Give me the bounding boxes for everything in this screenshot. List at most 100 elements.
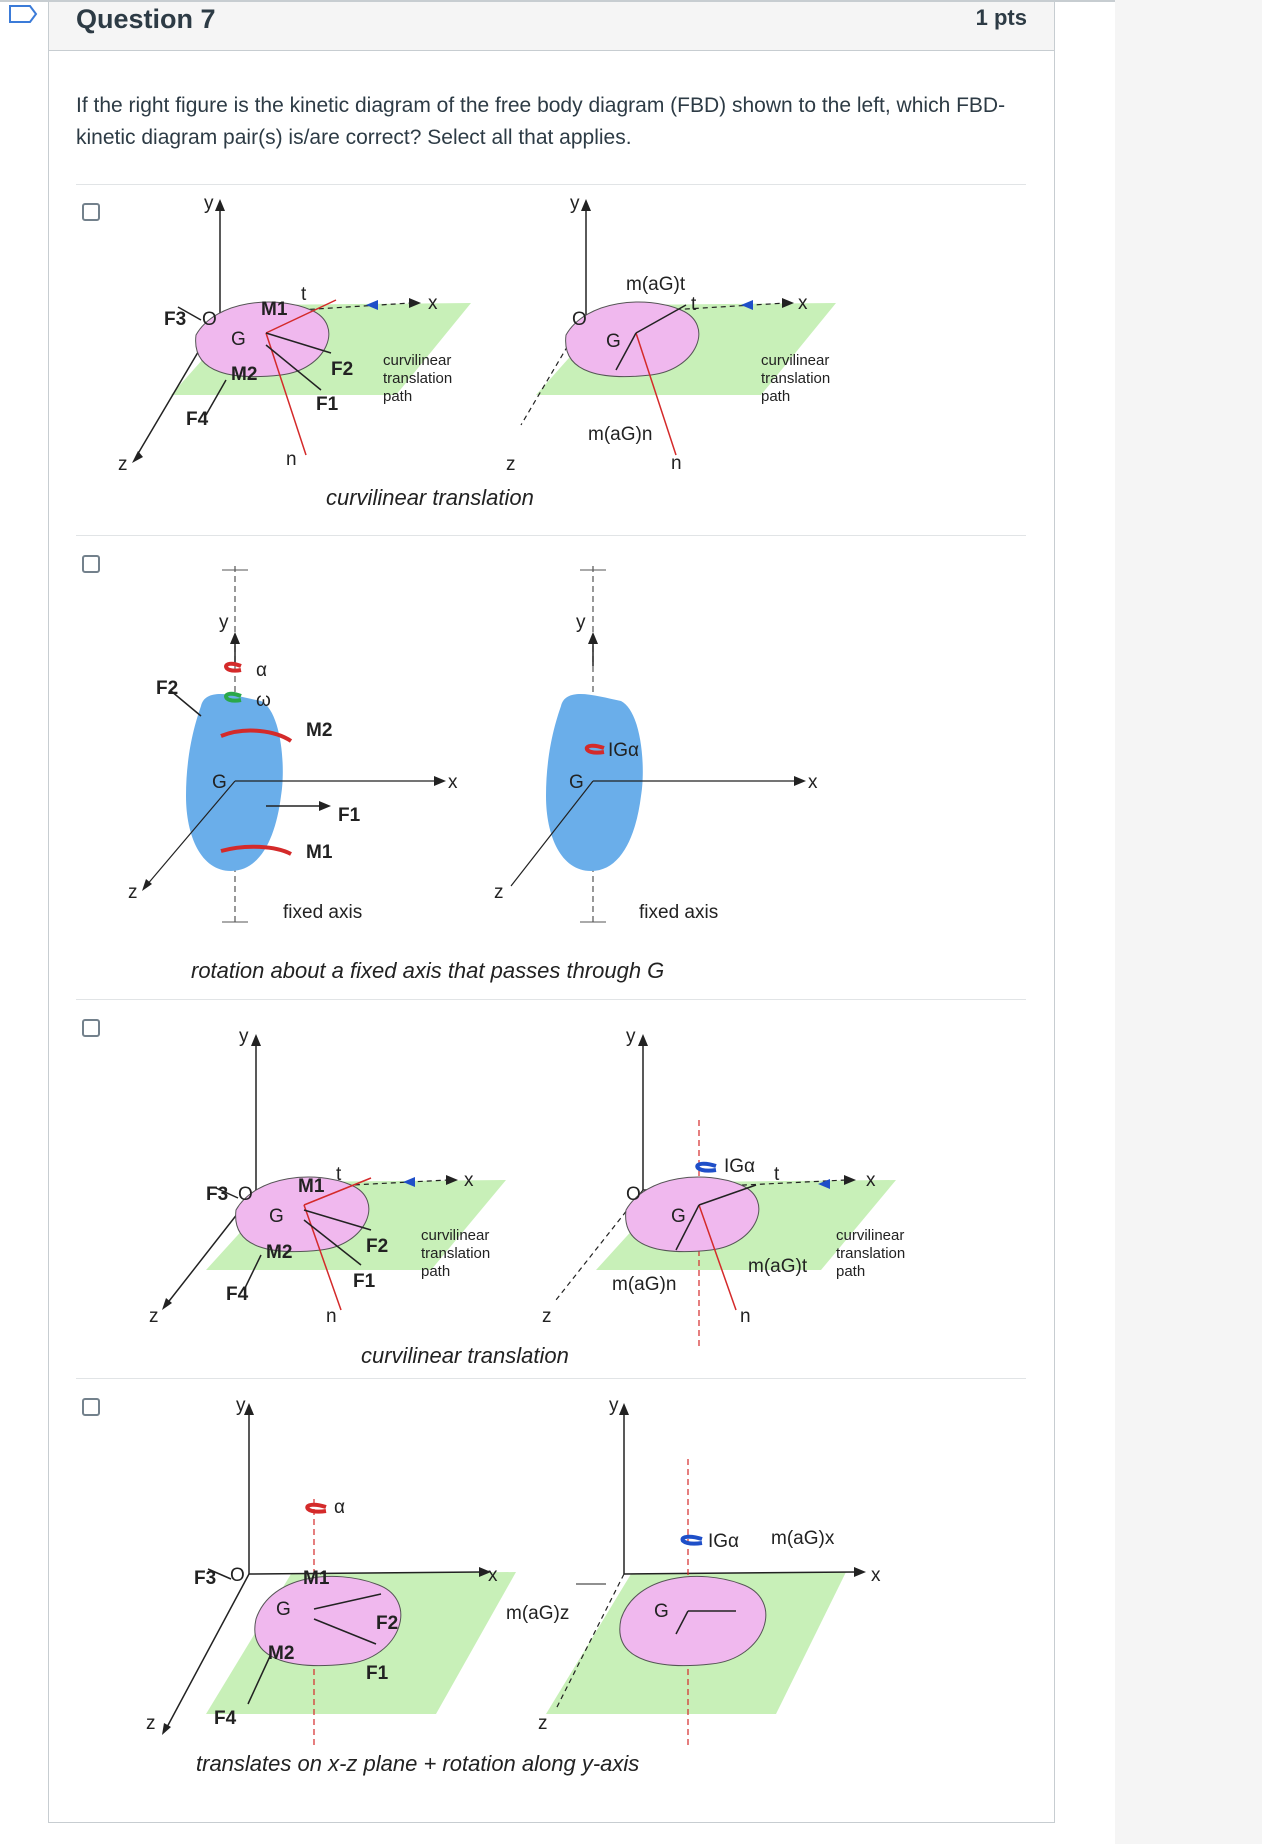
top-border	[0, 0, 1262, 2]
label-g: G	[276, 1599, 291, 1620]
label-g: G	[569, 772, 584, 793]
z-axis	[510, 780, 594, 887]
label-omega: ω	[256, 690, 271, 711]
label-m2: M2	[266, 1242, 292, 1263]
label-t: t	[301, 284, 307, 305]
label-z: z	[494, 882, 504, 903]
path-label-3: path	[836, 1263, 865, 1280]
label-m1: M1	[306, 842, 333, 863]
label-n: n	[740, 1306, 751, 1327]
f1-arrow	[313, 1618, 377, 1645]
label-y: y	[239, 1026, 249, 1047]
iga-arrow	[680, 1534, 703, 1546]
label-g: G	[671, 1206, 686, 1227]
label-f2: F2	[156, 678, 178, 699]
label-z: z	[128, 882, 138, 903]
label-t: t	[691, 294, 697, 315]
bookmark-icon[interactable]	[8, 4, 38, 24]
label-y: y	[576, 612, 586, 633]
question-text: If the right figure is the kinetic diagr…	[76, 94, 1006, 149]
f4-arrow	[247, 1653, 272, 1705]
path-label-3: path	[761, 388, 790, 405]
label-f1: F1	[316, 394, 339, 415]
label-n: n	[286, 449, 297, 470]
label-m1: M1	[298, 1176, 325, 1197]
fbd-diagram: y O G M1 M2 F2 F1 F3 F4 t n x z curvilin…	[149, 1026, 506, 1327]
label-m2: M2	[231, 364, 257, 385]
label-mt: m(aG)t	[626, 274, 686, 295]
rigid-body	[195, 301, 330, 378]
right-gutter	[1115, 0, 1262, 1844]
checkbox-option-4[interactable]	[82, 1398, 100, 1416]
f3-arrow	[207, 1568, 232, 1580]
n-axis	[265, 332, 307, 456]
answer-option-2: y α ω G F2 M2 F1 M1 x z fixed axis	[76, 536, 1026, 999]
label-m2: M2	[268, 1643, 294, 1664]
path-label-1: curvilinear	[421, 1227, 489, 1244]
label-x: x	[448, 772, 458, 793]
checkbox-option-1[interactable]	[82, 203, 100, 221]
label-m1: M1	[303, 1568, 330, 1589]
question-card: Question 7 1 pts If the right figure is …	[48, 2, 1055, 1823]
x-axis	[248, 1571, 482, 1575]
f1-arrow	[265, 344, 322, 391]
label-t: t	[774, 1164, 780, 1185]
label-g: G	[269, 1206, 284, 1227]
mt-arrow	[635, 304, 687, 334]
checkbox-option-2[interactable]	[82, 555, 100, 573]
label-f2: F2	[366, 1236, 388, 1257]
question-title: Question 7	[76, 4, 216, 34]
n-axis	[635, 332, 677, 456]
label-n: n	[326, 1306, 337, 1327]
label-x: x	[488, 1565, 498, 1586]
f4-arrow	[243, 1254, 262, 1291]
m1-moment	[220, 844, 292, 856]
path-arrow	[741, 300, 753, 310]
x-axis	[623, 1571, 857, 1575]
question-header: Question 7 1 pts	[49, 2, 1054, 51]
answer-option-1: y O G M1 M2 F2 F1 F3 F4 t n x z curvilin…	[76, 185, 1026, 535]
label-x: x	[464, 1170, 474, 1191]
label-y: y	[626, 1026, 636, 1047]
path-arrow	[366, 300, 378, 310]
label-z: z	[149, 1306, 159, 1327]
checkbox-option-3[interactable]	[82, 1019, 100, 1037]
label-f4: F4	[186, 409, 209, 430]
rigid-body	[546, 694, 643, 871]
label-iga: IGα	[724, 1156, 755, 1177]
z-axis	[165, 1573, 250, 1730]
option-4-caption: translates on x-z plane + rotation along…	[196, 1751, 639, 1776]
label-z: z	[538, 1713, 548, 1734]
label-alpha: α	[256, 660, 267, 681]
label-f3: F3	[194, 1568, 216, 1589]
divider	[76, 1378, 1026, 1379]
label-x: x	[866, 1170, 876, 1191]
alpha-arrow	[224, 661, 242, 673]
path-label-2: translation	[836, 1245, 905, 1262]
path-label-2: translation	[383, 370, 452, 387]
path-label-3: path	[421, 1263, 450, 1280]
label-x: x	[808, 772, 818, 793]
label-t: t	[336, 1164, 342, 1185]
answer-option-3: y O G M1 M2 F2 F1 F3 F4 t n x z curvilin…	[76, 1000, 1026, 1378]
m2-moment	[220, 728, 293, 743]
label-iga: IGα	[608, 740, 639, 761]
x-axis	[642, 1179, 847, 1191]
t-axis	[303, 1177, 372, 1206]
label-mn: m(aG)n	[612, 1274, 676, 1295]
n-axis	[698, 1204, 737, 1311]
label-g: G	[231, 329, 246, 350]
label-y: y	[570, 193, 580, 214]
label-alpha: α	[334, 1497, 345, 1518]
fbd-diagram: y α ω G F2 M2 F1 M1 x z fixed axis	[128, 566, 458, 926]
n-axis	[303, 1204, 342, 1311]
f2-arrow	[313, 1593, 382, 1610]
label-z: z	[146, 1713, 156, 1734]
label-x: x	[798, 293, 808, 314]
label-z: z	[506, 454, 516, 475]
label-fixed-axis: fixed axis	[639, 902, 718, 923]
option-1-figure: y O G M1 M2 F2 F1 F3 F4 t n x z curvilin…	[118, 193, 836, 510]
path-arrow	[818, 1179, 830, 1189]
f3-arrow	[215, 1187, 239, 1199]
label-y: y	[219, 612, 229, 633]
